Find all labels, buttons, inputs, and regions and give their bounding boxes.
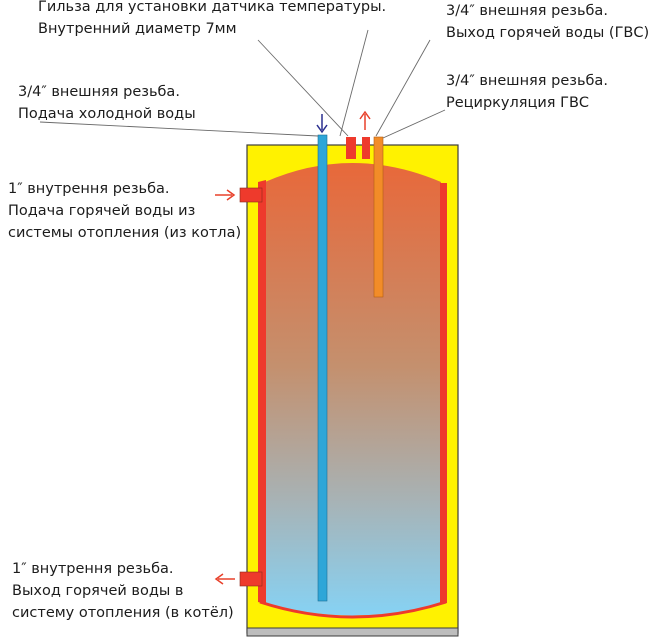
heating-return-arrow bbox=[214, 573, 235, 585]
heating-return-line2: Выход горячей воды в bbox=[12, 583, 184, 599]
cold-water-inlet-line1: 3/4″ внешняя резьба. bbox=[18, 84, 180, 100]
base-plate bbox=[246, 627, 459, 637]
hot-water-fitting bbox=[346, 137, 356, 159]
sensor-sleeve-label: Гильза для установки датчика температуры… bbox=[38, 0, 386, 40]
heating-supply-line3: системы отопления (из котла) bbox=[8, 225, 242, 241]
cold-water-pipe bbox=[317, 134, 328, 602]
hot-outlet-arrow bbox=[359, 110, 371, 130]
cold-water-inlet-line2: Подача холодной воды bbox=[18, 106, 196, 122]
recirculation-pipe bbox=[373, 136, 384, 298]
hot-water-outlet-line1: 3/4″ внешняя резьба. bbox=[446, 3, 608, 19]
heating-jacket-right bbox=[440, 183, 447, 603]
heating-jacket-bottom bbox=[259, 600, 447, 619]
heating-return-line3: систему отопления (в котёл) bbox=[12, 605, 234, 621]
heating-supply-line1: 1″ внутрення резьба. bbox=[8, 181, 170, 197]
heating-jacket-left bbox=[258, 180, 266, 604]
recirculation-fitting bbox=[362, 137, 370, 159]
recirculation-label: 3/4″ внешняя резьба. Рециркуляция ГВС bbox=[446, 70, 608, 114]
leader-lines bbox=[39, 29, 446, 139]
recirculation-line2: Рециркуляция ГВС bbox=[446, 95, 590, 111]
heating-supply-line2: Подача горячей воды из bbox=[8, 203, 196, 219]
heating-return-fitting bbox=[239, 571, 263, 587]
recirculation-line1: 3/4″ внешняя резьба. bbox=[446, 73, 608, 89]
cold-water-inlet-label: 3/4″ внешняя резьба. Подача холодной вод… bbox=[18, 81, 196, 125]
hot-water-outlet-label: 3/4″ внешняя резьба. Выход горячей воды … bbox=[446, 0, 649, 44]
heating-return-line1: 1″ внутрення резьба. bbox=[12, 561, 174, 577]
heating-supply-fitting bbox=[239, 187, 263, 203]
inner-tank bbox=[265, 163, 441, 616]
sensor-sleeve-line1: Гильза для установки датчика температуры… bbox=[38, 0, 387, 15]
cold-inlet-arrow bbox=[316, 114, 328, 134]
heating-return-label: 1″ внутрення резьба. Выход горячей воды … bbox=[12, 558, 234, 624]
hot-water-outlet-line2: Выход горячей воды (ГВС) bbox=[446, 25, 650, 41]
heating-supply-arrow bbox=[215, 189, 236, 201]
heating-supply-label: 1″ внутрення резьба. Подача горячей воды… bbox=[8, 178, 241, 244]
sensor-sleeve-line2: Внутренний диаметр 7мм bbox=[38, 21, 237, 37]
